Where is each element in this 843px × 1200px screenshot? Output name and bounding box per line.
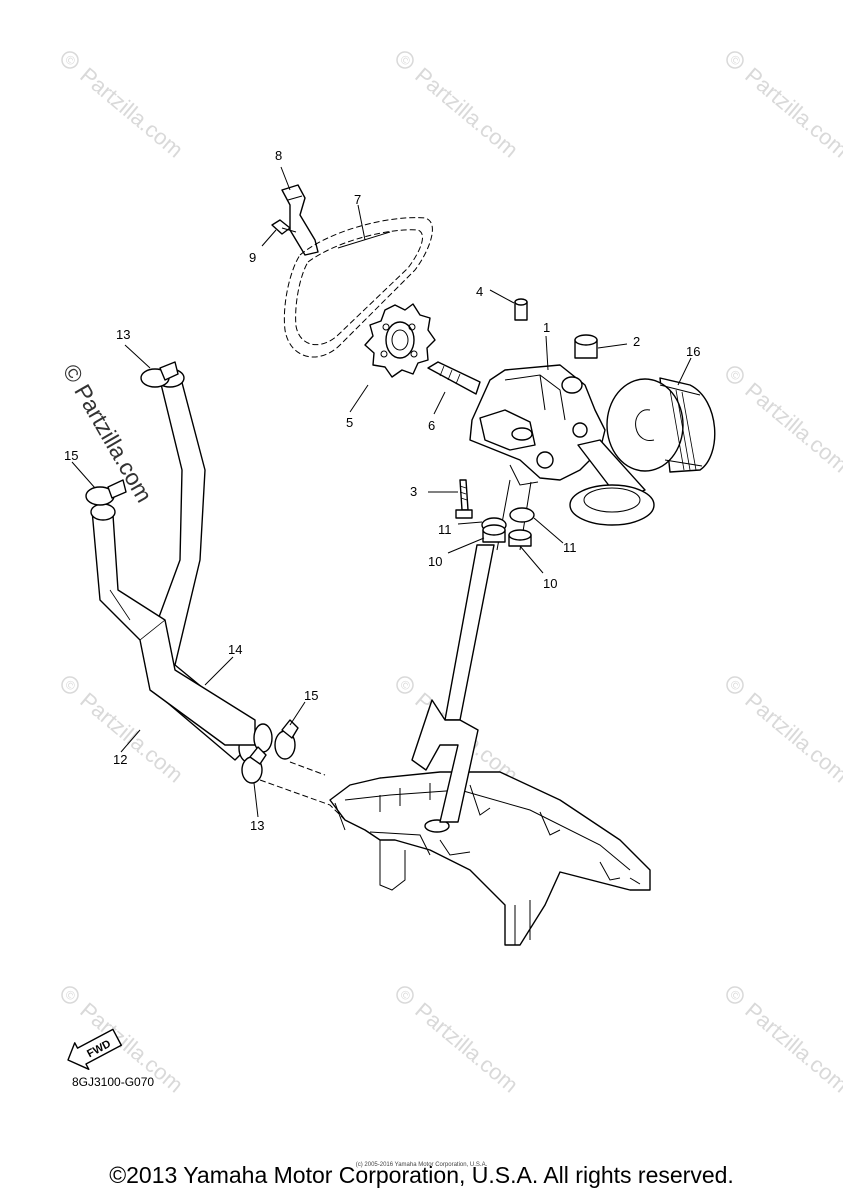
callout-12: 12	[113, 752, 127, 767]
chain-guide-bracket-8	[281, 184, 319, 256]
oil-pump-sprocket-5	[364, 303, 436, 378]
callout-9: 9	[249, 250, 256, 265]
watermarks: © Partzilla.com © Partzilla.com © Partzi…	[58, 51, 843, 1097]
callout-1: 1	[543, 320, 550, 335]
callout-13: 13	[250, 818, 264, 833]
hose-clamp-13-top	[140, 361, 179, 388]
callout-11: 11	[563, 540, 577, 555]
copyright-notice: ©2013 Yamaha Motor Corporation, U.S.A. A…	[109, 1162, 734, 1188]
hose-14	[90, 503, 273, 753]
watermark: © Partzilla.com	[61, 51, 188, 162]
hose-clamp-13-bottom	[241, 746, 267, 784]
watermark-text: Partzilla.com	[740, 377, 843, 477]
bolt-9	[271, 219, 297, 235]
small-copyright: (c) 2005-2016 Yamaha Motor Corporation, …	[355, 1162, 488, 1168]
watermark-text: Partzilla.com	[740, 687, 843, 787]
callout-14: 14	[228, 642, 242, 657]
callout-10: 10	[428, 554, 442, 569]
watermark: © Partzilla.com	[396, 986, 523, 1097]
callouts: 8 7 9 4 1 2 16 13 5 6 15 3 11 11 10 10 1…	[64, 148, 700, 833]
dowel-pin-4	[514, 298, 528, 321]
watermark: © Partzilla.com	[726, 366, 843, 477]
callout-5: 5	[346, 415, 353, 430]
bolt-3	[455, 479, 473, 519]
watermark: © Partzilla.com	[396, 51, 523, 162]
routing-line	[289, 761, 326, 776]
callout-8: 8	[275, 148, 282, 163]
watermark-text: Partzilla.com	[740, 997, 843, 1097]
routing-line	[259, 779, 346, 821]
oil-filter-16	[606, 377, 716, 473]
watermark-text: Partzilla.com	[75, 62, 188, 162]
oil-pump-assembly-1	[469, 364, 655, 526]
oil-pump-chain-7	[283, 217, 433, 358]
callout-16: 16	[686, 344, 700, 359]
oil-pan	[329, 771, 651, 946]
hose-clamp-15-right	[274, 719, 299, 760]
callout-4: 4	[476, 284, 483, 299]
callout-10: 10	[543, 576, 557, 591]
callout-15: 15	[64, 448, 78, 463]
leader-lines	[71, 166, 692, 818]
watermark-text: Partzilla.com	[740, 62, 843, 162]
watermark: © Partzilla.com	[726, 986, 843, 1097]
collar-10-left	[482, 524, 506, 543]
callout-15: 15	[304, 688, 318, 703]
hose-clamp-15-left	[85, 479, 127, 506]
callout-13: 13	[116, 327, 130, 342]
callout-6: 6	[428, 418, 435, 433]
callout-7: 7	[354, 192, 361, 207]
watermark: © Partzilla.com	[726, 676, 843, 787]
callout-11: 11	[438, 522, 452, 537]
fwd-arrow: FWD	[67, 1028, 123, 1071]
collar-10-right	[508, 529, 532, 547]
watermark-text: Partzilla.com	[410, 62, 523, 162]
watermark-text: Partzilla.com	[410, 997, 523, 1097]
diagram-code: 8GJ3100-G070	[72, 1075, 154, 1089]
watermark: © Partzilla.com	[726, 51, 843, 162]
callout-3: 3	[410, 484, 417, 499]
cap-2	[574, 334, 598, 359]
o-ring-11-right	[509, 507, 535, 523]
callout-2: 2	[633, 334, 640, 349]
pump-shaft-6	[427, 361, 481, 395]
